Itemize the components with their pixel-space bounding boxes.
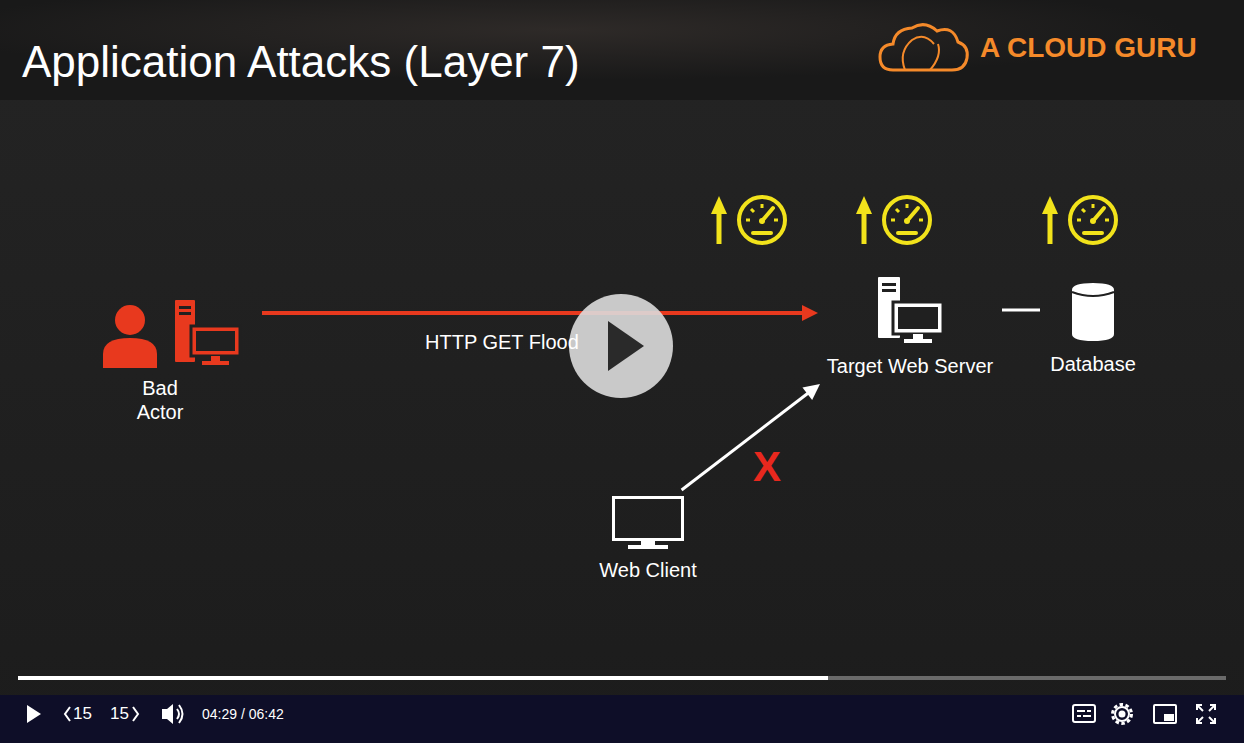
node-label-text: Target Web Server	[827, 355, 993, 377]
connector	[262, 305, 818, 321]
skip-back-seconds: 15	[73, 704, 92, 724]
progress-fill	[18, 676, 828, 680]
node-label: Target Web Server	[818, 354, 1002, 378]
player-bar	[0, 695, 1244, 743]
slide-title: Application Attacks (Layer 7)	[22, 36, 580, 89]
web-server-icon	[878, 277, 943, 343]
progress-track	[18, 676, 1226, 680]
player-controls	[27, 704, 1215, 724]
title-band	[0, 0, 1244, 100]
play-button	[569, 294, 673, 398]
connector-line	[262, 311, 804, 315]
connector-line	[1002, 309, 1040, 312]
arrow-head	[802, 384, 820, 400]
edge-label: HTTP GET Flood	[425, 330, 579, 354]
icon-node: Bad Actor	[94, 296, 262, 428]
skip-forward-seconds: 15	[110, 704, 129, 724]
icon-node: Database	[1040, 278, 1146, 380]
icon-node: Target Web Server	[818, 272, 1002, 382]
connector	[682, 384, 820, 490]
web-client-icon	[614, 498, 683, 550]
database-icon	[1072, 283, 1114, 341]
brand-logo-text: A CLOUD GURU	[980, 31, 1197, 65]
connector	[1002, 310, 1040, 311]
blocked-mark: X	[753, 442, 781, 492]
node-label: Web Client	[588, 558, 708, 582]
bad-actor-icon	[103, 300, 240, 368]
node-label-text: Bad Actor	[137, 377, 184, 423]
node-label: Bad Actor	[125, 376, 195, 424]
icon-node: Web Client	[588, 490, 708, 586]
cloud-logo	[880, 25, 967, 70]
load-gauges	[711, 196, 1116, 244]
node-label-text: Database	[1050, 353, 1136, 375]
node-label: Database	[1040, 352, 1146, 376]
node-label-text: Web Client	[599, 559, 696, 581]
arrow-head	[802, 305, 818, 321]
playback-time: 04:29 / 06:42	[202, 706, 284, 723]
connector-line	[682, 393, 809, 490]
